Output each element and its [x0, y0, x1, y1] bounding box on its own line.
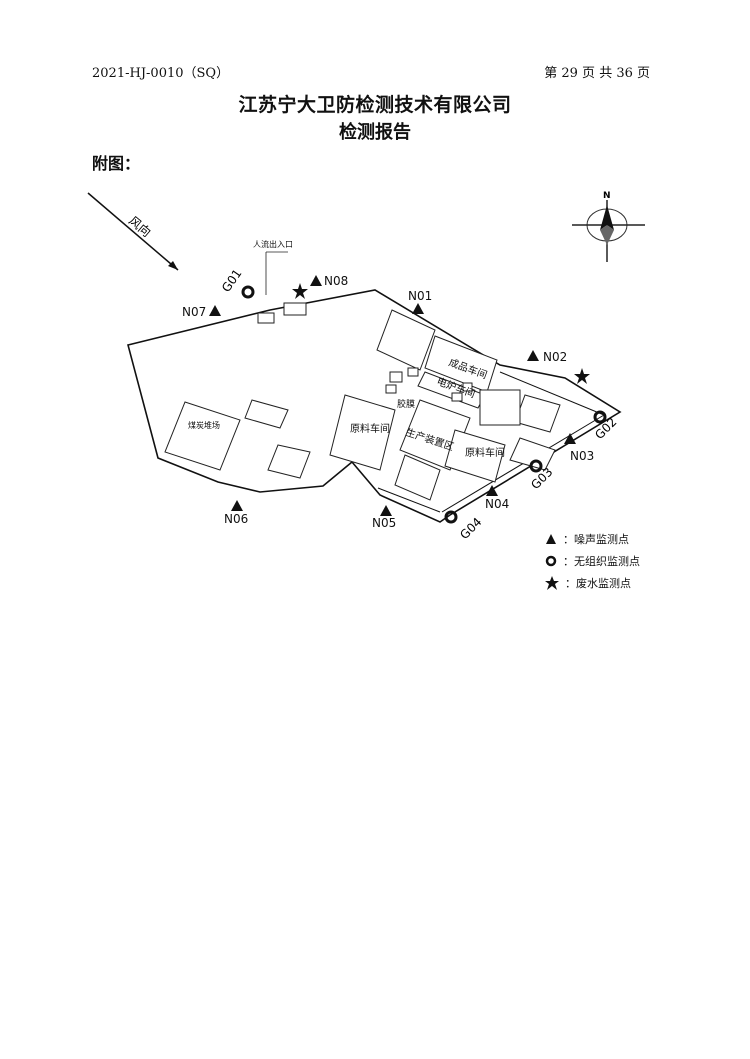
star-icon — [545, 576, 559, 590]
svg-text:N05: N05 — [372, 516, 396, 530]
figure-label: 附图： — [92, 154, 141, 173]
building-meitan — [164, 401, 241, 471]
noise-point-n05: N05 — [372, 505, 396, 530]
north-compass-icon: N — [572, 191, 645, 262]
svg-text:N03: N03 — [570, 449, 594, 463]
wind-direction-arrow: 风向 — [87, 192, 179, 271]
svg-text:N04: N04 — [485, 497, 509, 511]
office-small — [283, 302, 307, 316]
noise-point-n06: N06 — [224, 500, 248, 526]
company-title: 江苏宁大卫防检测技术有限公司 — [238, 94, 512, 116]
noise-point-n01: N01 — [408, 289, 432, 314]
ring-icon — [545, 555, 557, 567]
fugitive-point-g01: G01 — [219, 267, 255, 299]
fugitive-point-g03: G03 — [528, 459, 556, 492]
building-center — [479, 389, 521, 426]
buildings — [164, 302, 561, 501]
building-ne — [376, 309, 436, 371]
wind-label: 风向 — [126, 213, 154, 240]
noise-point-n07: N07 — [182, 305, 221, 319]
wastewater-point-2 — [574, 368, 590, 384]
north-label: N — [603, 191, 611, 201]
building-small1 — [394, 454, 441, 501]
legend-wastewater: ：废水监测点 — [545, 572, 640, 594]
noise-point-n03: N03 — [564, 433, 594, 463]
svg-text:G04: G04 — [457, 515, 484, 542]
noise-point-n08: N08 — [310, 274, 348, 288]
svg-text:N08: N08 — [324, 274, 348, 288]
report-title: 检测报告 — [339, 122, 411, 143]
noise-point-n04: N04 — [485, 485, 509, 511]
fugitive-point-g04: G04 — [444, 510, 485, 542]
triangle-icon — [546, 534, 556, 544]
label-jiaosu: 胶膜 — [397, 398, 415, 410]
svg-text:N01: N01 — [408, 289, 432, 303]
label-meitan: 煤炭堆场 — [188, 420, 220, 430]
guardhouse — [257, 312, 275, 324]
building-sw — [267, 444, 311, 479]
noise-point-n02: N02 — [527, 350, 567, 364]
fugitive-point-g02: G02 — [592, 410, 620, 442]
legend-noise: ：噪声监测点 — [545, 528, 640, 550]
svg-text:N06: N06 — [224, 512, 248, 526]
noise-points: N07 N08 N01 N02 N03 N04 N05 N06 — [182, 274, 594, 530]
building-e2 — [509, 437, 556, 471]
svg-text:N02: N02 — [543, 350, 567, 364]
legend-fugitive: ：无组织监测点 — [545, 550, 640, 572]
wastewater-points — [292, 283, 590, 384]
label-entrance: 人流出入口 — [253, 239, 293, 249]
svg-text:G01: G01 — [219, 267, 245, 295]
page-info: 第 29 页 共 36 页 — [544, 66, 650, 81]
legend: ：噪声监测点 ：无组织监测点 ：废水监测点 — [545, 528, 640, 594]
report-number: 2021-HJ-0010（SQ） — [92, 66, 230, 81]
wastewater-point-1 — [292, 283, 308, 299]
building-yuanliao1 — [329, 394, 396, 471]
building-w — [244, 399, 289, 429]
svg-text:N07: N07 — [182, 305, 206, 319]
label-yuanliao2: 原料车间 — [465, 446, 505, 459]
building-yuanliao2 — [444, 429, 506, 483]
label-yuanliao1: 原料车间 — [350, 422, 390, 435]
